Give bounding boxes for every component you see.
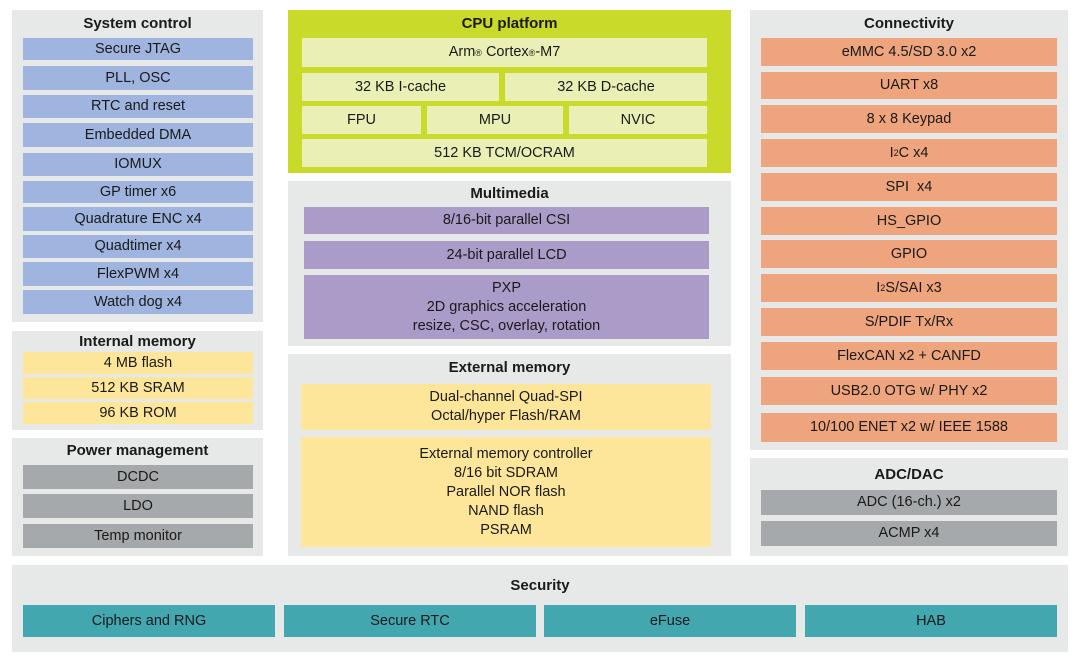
embedded-dma-block: Embedded DMA <box>23 123 253 147</box>
multimedia-title: Multimedia <box>470 185 549 202</box>
spdif-block: S/PDIF Tx/Rx <box>761 308 1057 336</box>
flexpwm-block: FlexPWM x4 <box>23 262 253 286</box>
adc-dac-title: ADC/DAC <box>874 466 944 483</box>
rtc-reset-block: RTC and reset <box>23 95 253 118</box>
watchdog-block: Watch dog x4 <box>23 290 253 314</box>
usb-otg-block: USB2.0 OTG w/ PHY x2 <box>761 377 1057 405</box>
hs-gpio-block: HS_GPIO <box>761 207 1057 235</box>
internal-memory-panel: Internal memory 4 MB flash 512 KB SRAM 9… <box>12 331 263 430</box>
iomux-block: IOMUX <box>23 153 253 176</box>
flexcan-block: FlexCAN x2 + CANFD <box>761 342 1057 370</box>
cortex-m7-block: Arm® Cortex®-M7 <box>302 38 707 67</box>
power-management-title: Power management <box>66 442 209 459</box>
acmp-block: ACMP x4 <box>761 521 1057 546</box>
system-control-panel: System control Secure JTAG PLL, OSC RTC … <box>12 10 263 322</box>
secure-jtag-block: Secure JTAG <box>23 38 253 60</box>
gpio-block: GPIO <box>761 240 1057 268</box>
i2c-post: C x4 <box>898 144 929 161</box>
sram-block: 512 KB SRAM <box>23 377 253 399</box>
cpu-platform-panel: CPU platform Arm® Cortex®-M7 32 KB I-cac… <box>288 10 731 173</box>
adc-block: ADC (16-ch.) x2 <box>761 490 1057 515</box>
cpu-platform-title: CPU platform <box>461 15 558 32</box>
hab-block: HAB <box>805 605 1057 637</box>
rom-block: 96 KB ROM <box>23 402 253 424</box>
external-memory-panel: External memory Dual-channel Quad-SPI Oc… <box>288 354 731 556</box>
tcm-block: 512 KB TCM/OCRAM <box>302 139 707 167</box>
power-management-panel: Power management DCDC LDO Temp monitor <box>12 438 263 556</box>
internal-memory-title: Internal memory <box>79 333 196 350</box>
external-memory-controller-block: External memory controller 8/16 bit SDRA… <box>301 437 711 547</box>
gp-timer-block: GP timer x6 <box>23 181 253 203</box>
temp-monitor-block: Temp monitor <box>23 524 253 548</box>
multimedia-panel: Multimedia 8/16-bit parallel CSI 24-bit … <box>288 181 731 346</box>
system-control-title: System control <box>83 15 192 32</box>
lcd-block: 24-bit parallel LCD <box>304 241 709 269</box>
emmc-sd-block: eMMC 4.5/SD 3.0 x2 <box>761 38 1057 66</box>
adc-dac-panel: ADC/DAC ADC (16-ch.) x2 ACMP x4 <box>750 458 1068 556</box>
quadtimer-block: Quadtimer x4 <box>23 235 253 258</box>
pll-osc-block: PLL, OSC <box>23 66 253 90</box>
icache-block: 32 KB I-cache <box>302 73 499 101</box>
fpu-block: FPU <box>302 106 421 134</box>
flash-block: 4 MB flash <box>23 352 253 374</box>
secure-rtc-block: Secure RTC <box>284 605 536 637</box>
nvic-block: NVIC <box>569 106 707 134</box>
pxp-block: PXP 2D graphics acceleration resize, CSC… <box>304 275 709 339</box>
connectivity-title: Connectivity <box>863 15 954 32</box>
spi-block: SPI x4 <box>761 173 1057 201</box>
external-memory-title: External memory <box>448 359 571 376</box>
ldo-block: LDO <box>23 494 253 518</box>
security-panel: Security Ciphers and RNG Secure RTC eFus… <box>12 565 1068 652</box>
efuse-block: eFuse <box>544 605 796 637</box>
i2c-pre: I <box>889 144 894 161</box>
dcdc-block: DCDC <box>23 465 253 489</box>
core-post: -M7 <box>535 44 561 60</box>
quadrature-enc-block: Quadrature ENC x4 <box>23 207 253 231</box>
keypad-block: 8 x 8 Keypad <box>761 105 1057 133</box>
enet-block: 10/100 ENET x2 w/ IEEE 1588 <box>761 413 1057 442</box>
mpu-block: MPU <box>427 106 563 134</box>
i2s-pre: I <box>876 279 881 296</box>
dcache-block: 32 KB D-cache <box>505 73 707 101</box>
security-title: Security <box>510 577 570 594</box>
connectivity-panel: Connectivity eMMC 4.5/SD 3.0 x2 UART x8 … <box>750 10 1068 450</box>
ciphers-rng-block: Ciphers and RNG <box>23 605 275 637</box>
quad-spi-block: Dual-channel Quad-SPI Octal/hyper Flash/… <box>301 384 711 430</box>
uart-block: UART x8 <box>761 72 1057 99</box>
i2s-post: S/SAI x3 <box>885 279 942 296</box>
core-mid: Cortex <box>485 44 529 60</box>
core-pre: Arm <box>448 44 476 60</box>
csi-block: 8/16-bit parallel CSI <box>304 207 709 234</box>
